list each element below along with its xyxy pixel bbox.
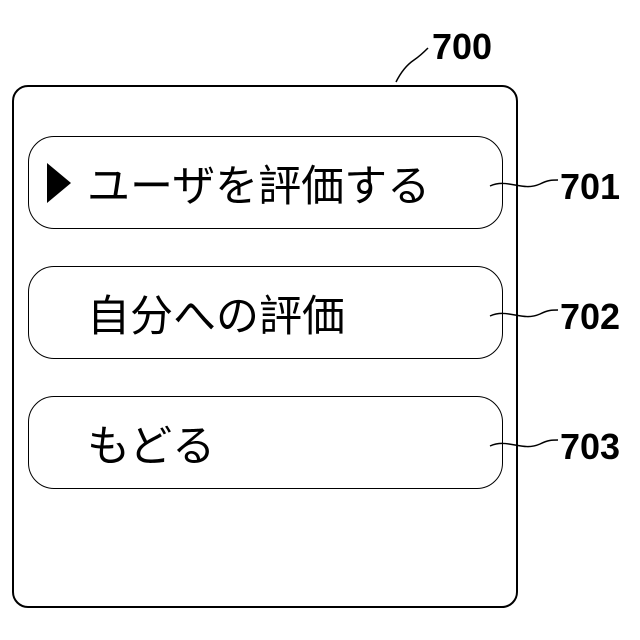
- back-button[interactable]: もどる: [28, 396, 503, 489]
- rate-user-button[interactable]: ユーザを評価する: [28, 136, 503, 229]
- screen-ref-label: 700: [432, 26, 492, 68]
- ref-label-701: 701: [560, 166, 620, 208]
- my-ratings-label: 自分への評価: [87, 282, 345, 344]
- back-label: もどる: [87, 412, 215, 474]
- right-triangle-pointer-icon: [47, 163, 71, 203]
- ref-label-702: 702: [560, 296, 620, 338]
- my-ratings-button[interactable]: 自分への評価: [28, 266, 503, 359]
- ref-label-703: 703: [560, 426, 620, 468]
- leader-line-700: [396, 48, 428, 82]
- rate-user-label: ユーザを評価する: [87, 152, 430, 214]
